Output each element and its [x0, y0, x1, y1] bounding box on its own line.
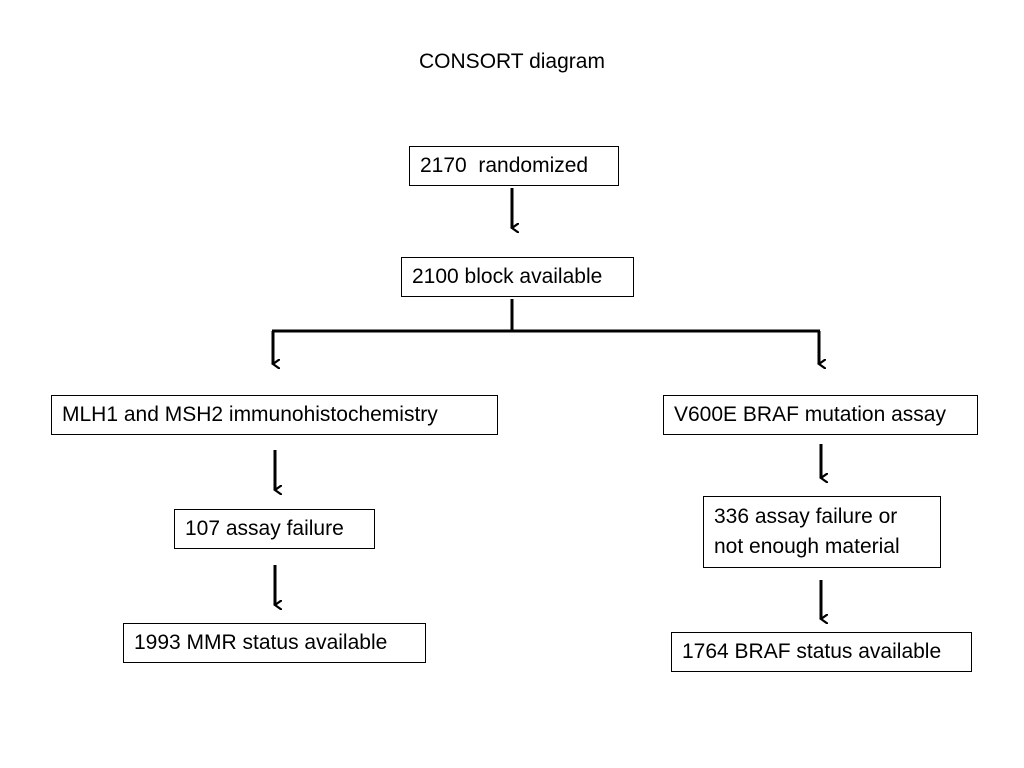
node-label: 1993 MMR status available	[134, 631, 388, 654]
node-label: 107 assay failure	[185, 517, 344, 540]
node-label: 336 assay failure or not enough material	[714, 505, 904, 558]
node-mmr-available: 1993 MMR status available	[123, 623, 426, 663]
node-braf-failure: 336 assay failure or not enough material	[703, 496, 941, 568]
node-ihc: MLH1 and MSH2 immunohistochemistry	[51, 395, 498, 435]
node-braf-available: 1764 BRAF status available	[671, 632, 972, 672]
node-block-available: 2100 block available	[401, 257, 634, 297]
node-label: 2100 block available	[412, 265, 603, 288]
node-randomized: 2170 randomized	[409, 146, 619, 186]
node-label: MLH1 and MSH2 immunohistochemistry	[62, 403, 438, 426]
node-label: 1764 BRAF status available	[682, 640, 942, 663]
node-ihc-failure: 107 assay failure	[174, 509, 375, 549]
node-label: V600E BRAF mutation assay	[674, 403, 946, 426]
node-braf-assay: V600E BRAF mutation assay	[663, 395, 978, 435]
node-label: 2170 randomized	[420, 154, 589, 177]
diagram-title: CONSORT diagram	[419, 50, 605, 73]
